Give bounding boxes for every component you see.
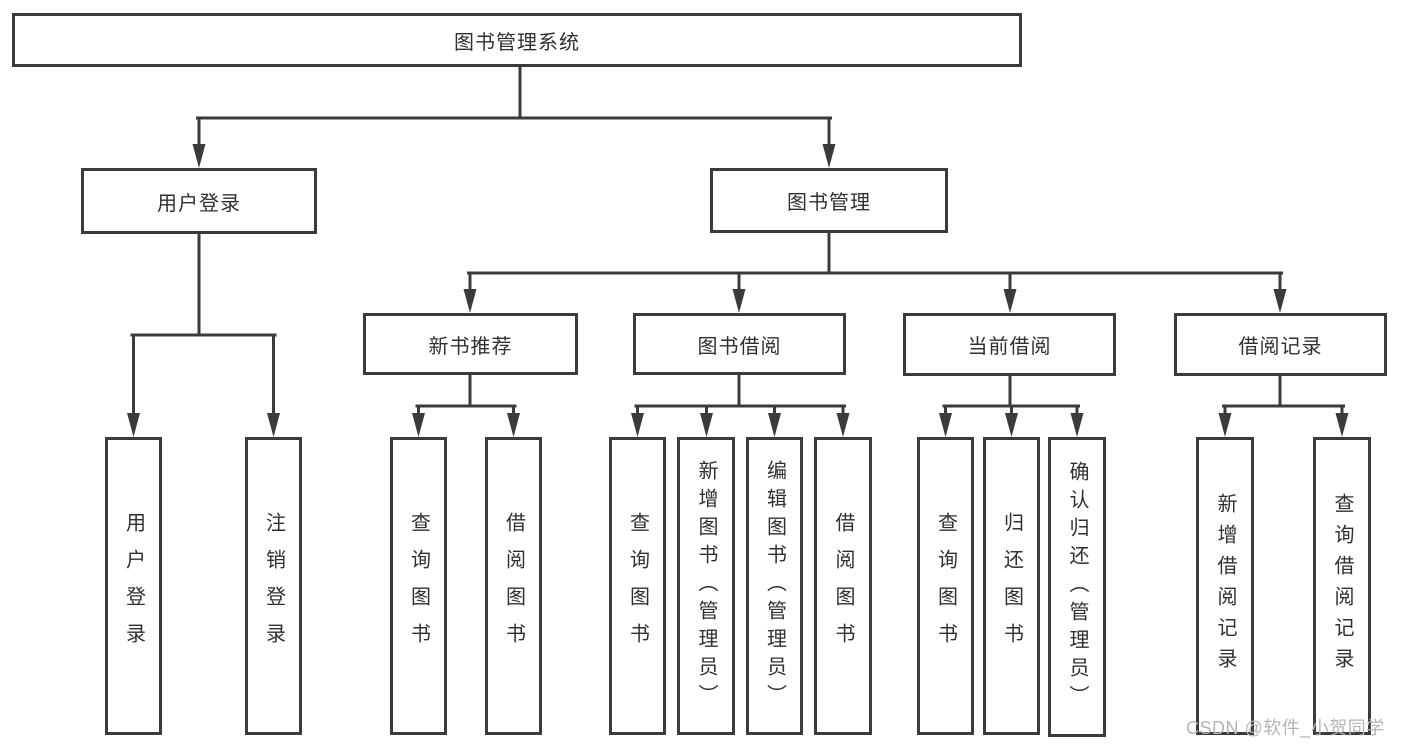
node-label: 图书管理 bbox=[787, 192, 871, 214]
watermark: CSDN @软件_小贺同学 bbox=[1186, 718, 1385, 738]
leaf-confirm-return-admin: 确认归还（管理员） bbox=[1048, 437, 1106, 737]
node-label: 借阅记录 bbox=[1238, 336, 1323, 358]
leaf-label: 查询借阅记录 bbox=[1331, 493, 1353, 679]
leaf-label: 查询图书 bbox=[626, 512, 649, 660]
leaf-label: 借阅图书 bbox=[502, 512, 525, 660]
leaf-label: 查询图书 bbox=[407, 512, 430, 660]
node-label: 当前借阅 bbox=[967, 336, 1052, 358]
leaf-label: 归还图书 bbox=[1000, 512, 1023, 660]
leaf-add-books-admin: 新增图书（管理员） bbox=[677, 437, 735, 735]
leaf-query-borrow-record: 查询借阅记录 bbox=[1313, 437, 1371, 735]
leaf-add-borrow-record: 新增借阅记录 bbox=[1196, 437, 1254, 735]
leaf-label: 借阅图书 bbox=[832, 512, 854, 660]
node-new-book-recommendation: 新书推荐 bbox=[363, 313, 578, 375]
leaf-borrow-books-recommend: 借阅图书 bbox=[485, 437, 542, 735]
node-library-management-system: 图书管理系统 bbox=[12, 13, 1022, 67]
node-label: 图书管理系统 bbox=[454, 31, 580, 54]
node-user-login: 用户登录 bbox=[81, 168, 317, 234]
leaf-label: 查询图书 bbox=[934, 512, 957, 660]
leaf-label: 编辑图书（管理员） bbox=[763, 460, 786, 712]
leaf-label: 用户登录 bbox=[122, 512, 145, 660]
leaf-borrow-books: 借阅图书 bbox=[814, 437, 872, 735]
node-label: 用户登录 bbox=[157, 192, 241, 215]
arrowheads bbox=[127, 144, 1349, 437]
leaf-label: 注销登录 bbox=[262, 512, 285, 660]
leaf-return-books: 归还图书 bbox=[983, 437, 1040, 735]
node-book-borrowing: 图书借阅 bbox=[633, 313, 846, 375]
node-current-borrowing: 当前借阅 bbox=[903, 313, 1116, 376]
leaf-label: 新增借阅记录 bbox=[1214, 493, 1236, 679]
leaf-edit-books-admin: 编辑图书（管理员） bbox=[746, 437, 803, 735]
leaf-query-books-current: 查询图书 bbox=[917, 437, 974, 735]
leaf-query-books-borrow: 查询图书 bbox=[609, 437, 666, 735]
node-label: 新书推荐 bbox=[428, 335, 513, 358]
leaf-label: 新增图书（管理员） bbox=[695, 460, 717, 712]
node-borrowing-records: 借阅记录 bbox=[1174, 313, 1387, 376]
leaf-label: 确认归还（管理员） bbox=[1066, 461, 1088, 713]
leaf-logout: 注销登录 bbox=[245, 437, 302, 735]
leaf-query-books-recommend: 查询图书 bbox=[390, 437, 447, 735]
node-book-management: 图书管理 bbox=[710, 168, 948, 233]
node-label: 图书借阅 bbox=[697, 335, 782, 358]
leaf-user-login: 用户登录 bbox=[105, 437, 162, 735]
